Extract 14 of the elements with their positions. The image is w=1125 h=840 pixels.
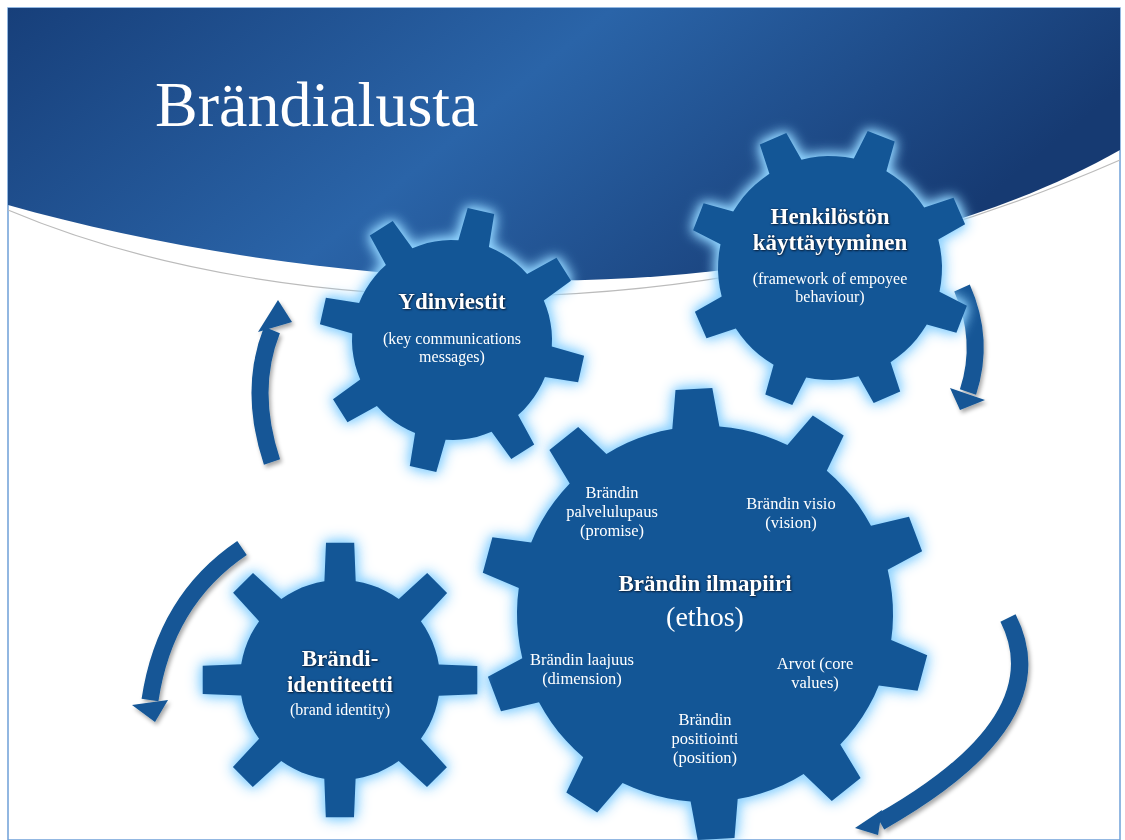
gear-item-text: Arvot (core values) [775, 655, 855, 693]
gear-title: Brändin ilmapiiri [617, 570, 793, 598]
gear-item-text: Brändin positiointi (position) [670, 710, 740, 768]
gear-item-text: Brändin laajuus (dimension) [529, 651, 635, 689]
gear-subtitle: (framework of empoyee behaviour) [751, 269, 909, 307]
gear-item-text: Brändin palvelulupaus (promise) [565, 483, 659, 541]
gear-subtitle: (ethos) [665, 600, 745, 634]
gear-title: Henkilöstön käyttäytyminen [751, 203, 909, 257]
gear-subtitle: (key communications messages) [381, 329, 523, 367]
gear-title: Brändi-identiteetti [286, 645, 394, 699]
slide-title: Brändialusta [155, 68, 479, 142]
gear-item-text: Brändin visio (vision) [745, 495, 837, 533]
gear-subtitle: (brand identity) [289, 700, 391, 720]
gear-title: Ydinviestit [397, 288, 507, 316]
